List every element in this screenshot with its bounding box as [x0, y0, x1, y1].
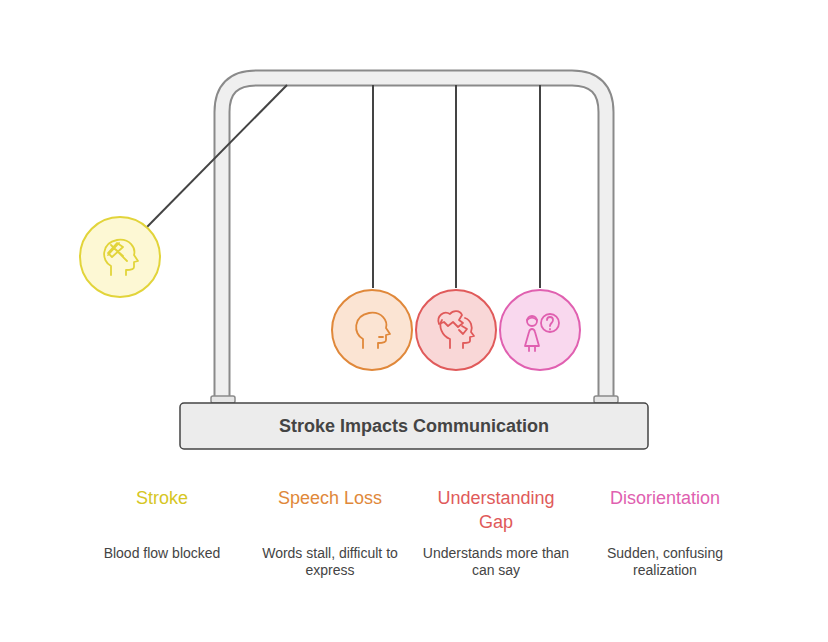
- pendulum-string: [372, 85, 374, 288]
- ball-icon: [104, 240, 138, 275]
- ball-circle: [416, 290, 496, 370]
- ball-shape: [331, 289, 413, 371]
- ball-circle: [500, 290, 580, 370]
- pendulum-ball: Understanding GapUnderstands more than c…: [415, 289, 497, 371]
- pendulum-string: [539, 85, 541, 288]
- pendulum-ball: StrokeBlood flow blocked: [79, 216, 161, 298]
- ball-icon: [438, 311, 474, 348]
- ball-heading: Disorientation: [590, 486, 740, 510]
- ball-shape: [79, 216, 161, 298]
- ball-circle: [332, 290, 412, 370]
- frame-foot: [211, 396, 235, 403]
- cradle-frame: [222, 78, 606, 400]
- pendulum-string: [455, 85, 457, 288]
- ball-description: Blood flow blocked: [87, 545, 237, 562]
- cradle-frame-outline: [222, 78, 606, 400]
- ball-description: Words stall, difficult to express: [255, 545, 405, 579]
- ball-description: Understands more than can say: [421, 545, 571, 579]
- pendulum-ball: Speech LossWords stall, difficult to exp…: [331, 289, 413, 371]
- ball-shape: [415, 289, 497, 371]
- ball-icon: [356, 313, 390, 348]
- pendulum-string: [147, 85, 287, 227]
- cradle-base: [180, 403, 648, 449]
- pendulum-ball: DisorientationSudden, confusing realizat…: [499, 289, 581, 371]
- ball-circle: [80, 217, 160, 297]
- ball-heading: Stroke: [87, 486, 237, 510]
- diagram-title: Stroke Impacts Communication: [180, 403, 648, 449]
- ball-description: Sudden, confusing realization: [590, 545, 740, 579]
- ball-icon: [525, 314, 559, 351]
- ball-shape: [499, 289, 581, 371]
- ball-heading: Understanding Gap: [421, 486, 571, 534]
- ball-heading: Speech Loss: [255, 486, 405, 510]
- frame-foot: [594, 396, 618, 403]
